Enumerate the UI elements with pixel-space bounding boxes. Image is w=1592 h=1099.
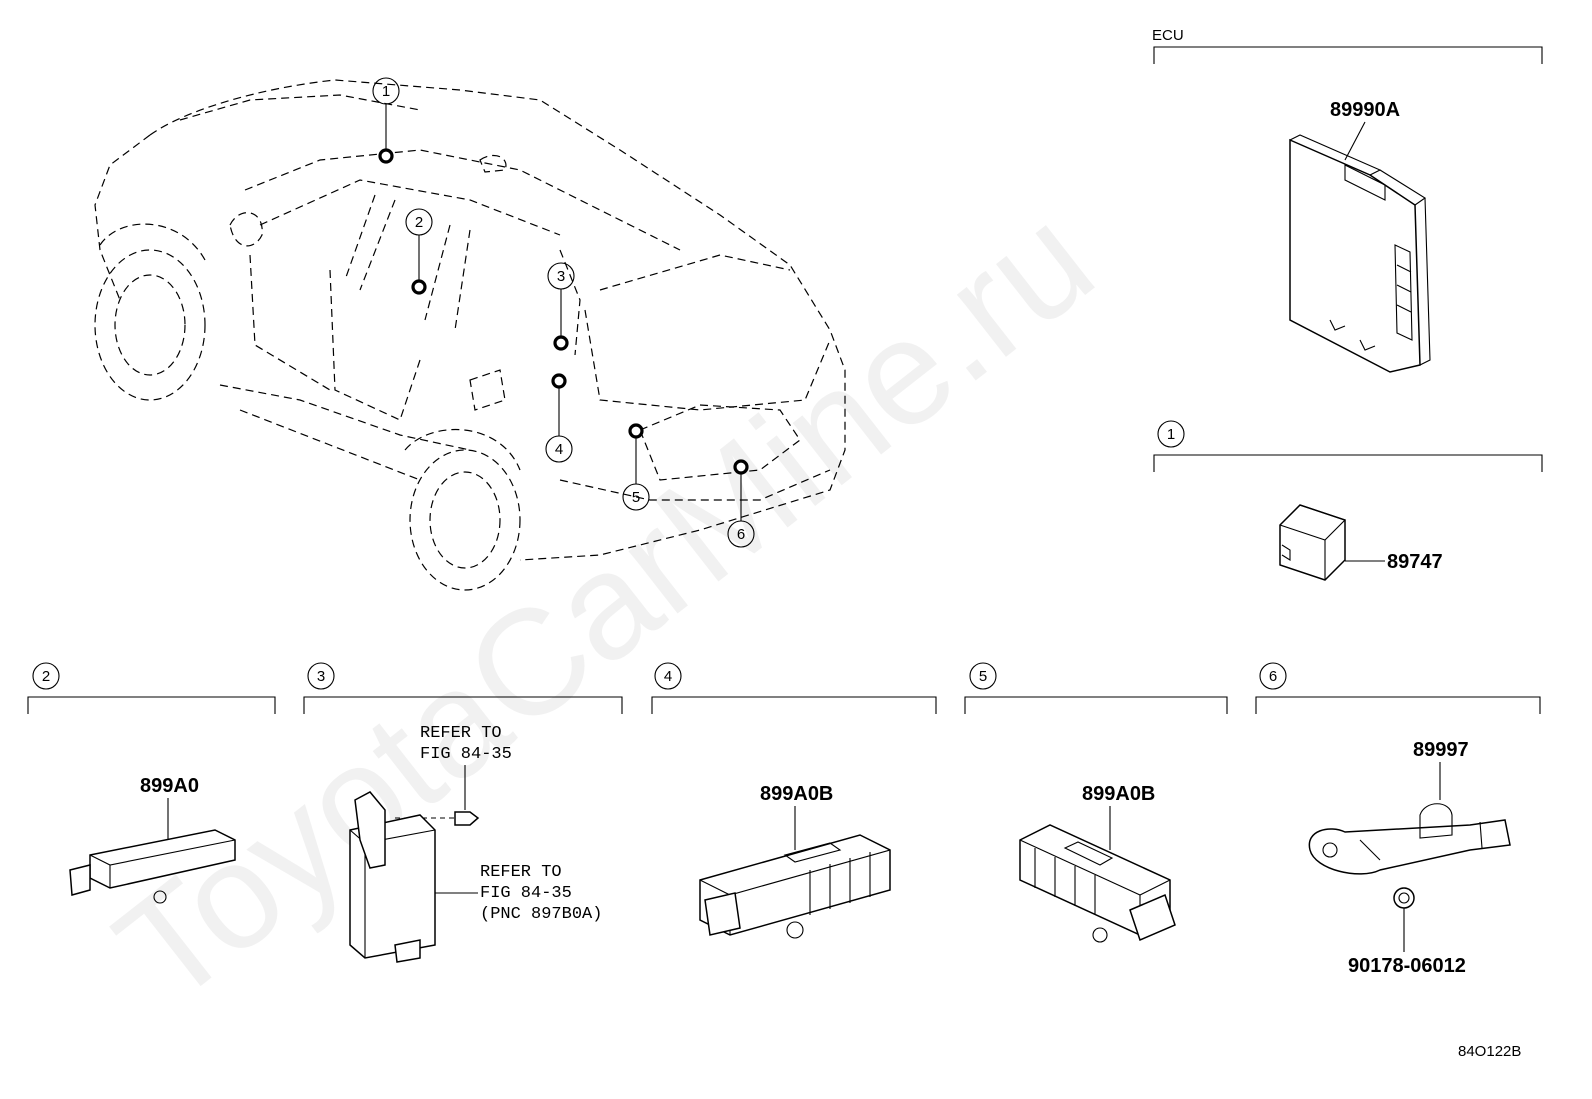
location-dot-1 [378, 148, 394, 164]
svg-text:2: 2 [415, 214, 423, 231]
section-3-unit-ref-line2: FIG 84-35 [480, 884, 572, 903]
location-dot-5 [628, 423, 644, 439]
ecu-part-number: 89990A [1330, 99, 1400, 121]
section-3-bolt-ref-line1: REFER TO [420, 724, 502, 743]
section-6-part-number: 89997 [1413, 739, 1469, 761]
section-5: 5 899A0B [964, 662, 1228, 943]
section-4-callout: 4 [664, 668, 672, 685]
section-3-unit-ref-line3: (PNC 897B0A) [480, 905, 602, 924]
section-1-part-number: 89747 [1387, 551, 1443, 573]
vehicle-callout-2: 2 [405, 208, 433, 236]
ecu-module-drawing [1289, 134, 1431, 373]
sensor-6-drawing [1308, 803, 1511, 875]
location-dot-2 [411, 279, 427, 295]
section-6: 6 89997 90178-06012 [1255, 662, 1541, 977]
figure-code: 84O122B [1458, 1043, 1521, 1060]
section-2-part-number: 899A0 [140, 775, 199, 797]
vehicle-callout-6: 6 [727, 520, 755, 548]
section-6-clip-part-number: 90178-06012 [1348, 955, 1466, 977]
section-1: 1 89747 [1153, 420, 1543, 581]
vehicle-callout-4: 4 [545, 435, 573, 463]
ecu-section: ECU 89990A [1152, 27, 1543, 373]
vehicle-callout-5: 5 [622, 483, 650, 511]
svg-text:1: 1 [382, 83, 390, 100]
section-4: 4 899A0B [651, 662, 937, 939]
section-2: 2 899A0 [27, 662, 276, 904]
watermark: ToyotaCarMine.ru [86, 174, 1122, 1035]
ecu-label: ECU [1152, 27, 1184, 44]
location-dot-3 [553, 335, 569, 351]
section-3-bolt-ref-line2: FIG 84-35 [420, 745, 512, 764]
vehicle-illustration: 1 2 3 4 5 6 [94, 77, 846, 591]
relay-drawing [1279, 504, 1347, 581]
clip-drawing [1393, 887, 1415, 909]
sensor-4-drawing [699, 834, 891, 939]
section-2-callout: 2 [42, 668, 50, 685]
section-3-unit-ref-line1: REFER TO [480, 863, 562, 882]
svg-text:3: 3 [557, 268, 565, 285]
section-5-part-number: 899A0B [1082, 783, 1155, 805]
section-4-part-number: 899A0B [760, 783, 833, 805]
section-5-callout: 5 [979, 668, 987, 685]
vehicle-callout-1: 1 [372, 77, 400, 105]
svg-text:5: 5 [632, 489, 640, 506]
section-6-callout: 6 [1269, 668, 1277, 685]
sensor-5-drawing [1019, 824, 1176, 943]
location-dot-6 [733, 459, 749, 475]
svg-text:4: 4 [555, 441, 563, 458]
section-3: 3 REFER TO FIG 84-35 REFER TO FIG 84-35 … [303, 662, 623, 963]
section-3-callout: 3 [317, 668, 325, 685]
vehicle-callout-3: 3 [547, 262, 575, 290]
location-dot-4 [551, 373, 567, 389]
control-unit-drawing [349, 791, 436, 963]
svg-text:6: 6 [737, 526, 745, 543]
antenna-drawing [69, 829, 236, 904]
section-1-callout: 1 [1167, 426, 1175, 443]
